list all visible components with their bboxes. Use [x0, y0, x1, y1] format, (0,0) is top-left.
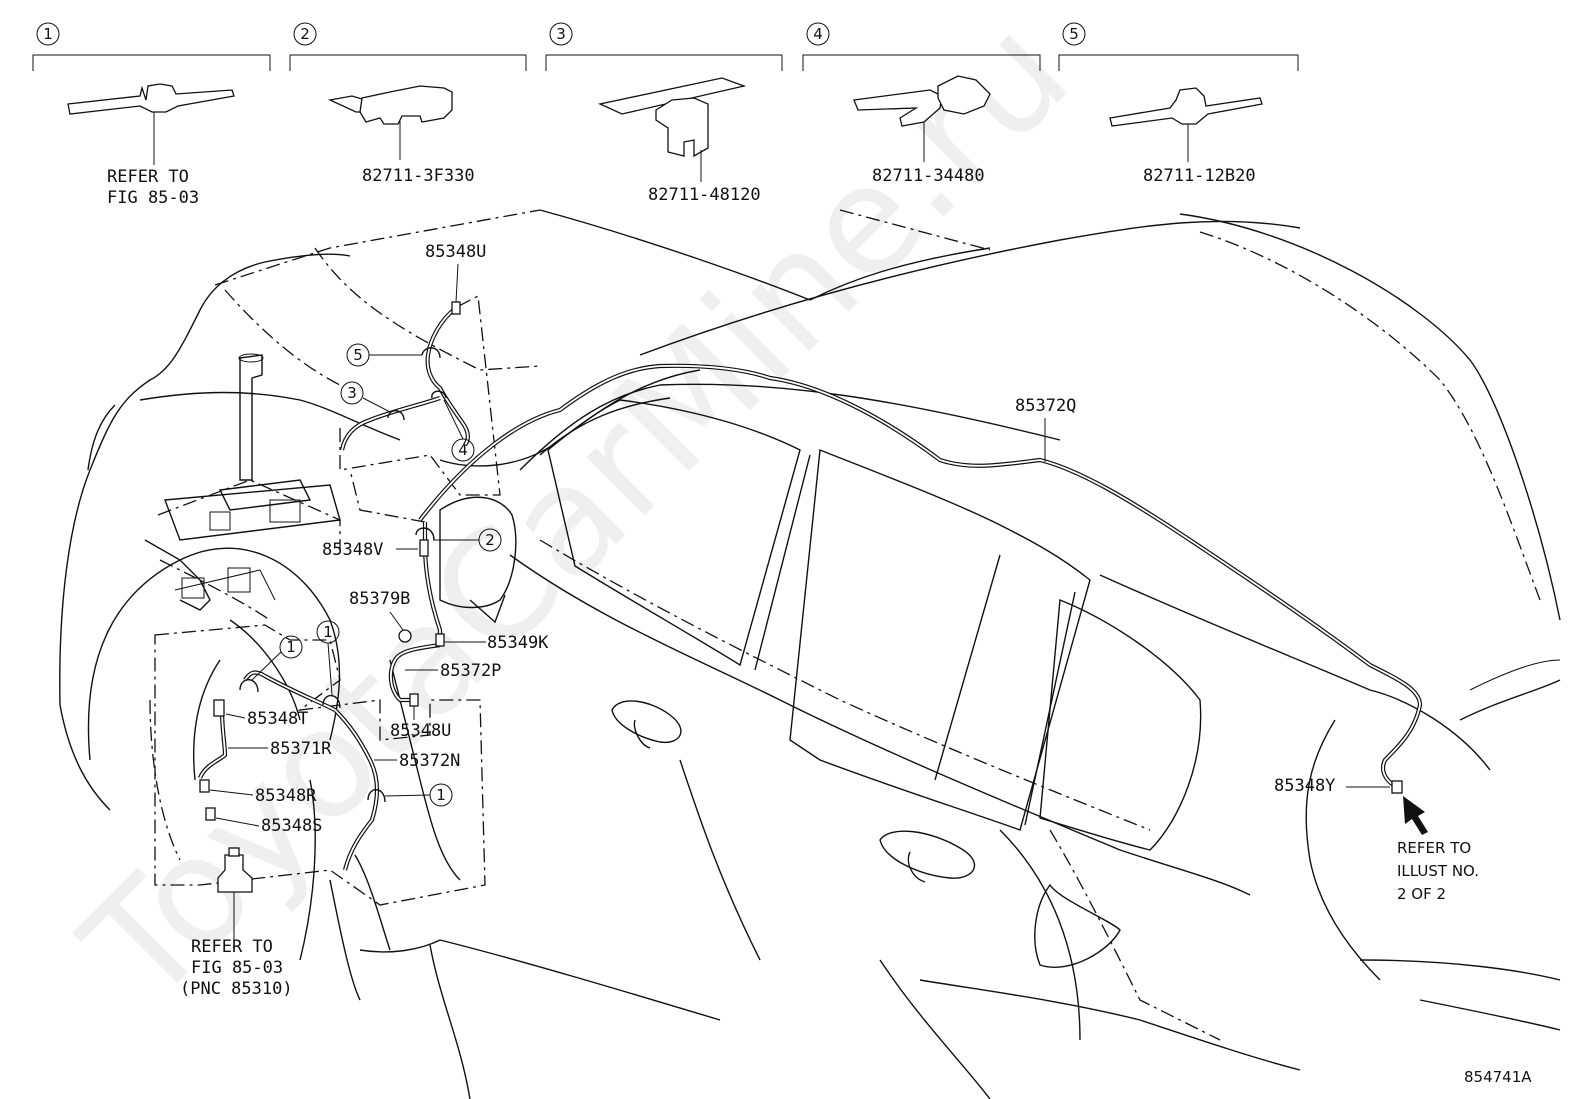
- vehicle-outline: [59, 209, 1561, 1099]
- hose-clips: [239, 347, 447, 803]
- svg-text:(PNC 85310): (PNC 85310): [180, 979, 293, 999]
- fitting-85348S: [205, 807, 216, 821]
- fitting-85348U-mid: [409, 693, 419, 707]
- svg-text:1: 1: [323, 623, 333, 641]
- fitting-85349K: [435, 633, 445, 647]
- figure-id: 854741A: [1464, 1068, 1532, 1086]
- washer-hoses: [198, 306, 1423, 871]
- fitting-85348Y: [1391, 780, 1403, 794]
- svg-text:82711-3F330: 82711-3F330: [362, 166, 475, 186]
- washer-pump: [217, 854, 253, 893]
- label-85371R: 85371R: [270, 739, 332, 759]
- svg-text:4: 4: [458, 441, 468, 459]
- label-85348U-top: 85348U: [425, 242, 486, 262]
- label-85348U-mid: 85348U: [390, 721, 451, 741]
- svg-text:FIG 85-03: FIG 85-03: [191, 958, 283, 978]
- label-85348V: 85348V: [322, 540, 383, 560]
- watermark: ToyotaCarMine.ru: [52, 0, 1102, 1036]
- legend-item-5: 5 82711-12B20: [1058, 22, 1299, 186]
- label-85348Y: 85348Y: [1274, 776, 1335, 796]
- legend-item-1: 1 REFER TO FIG 85-03: [32, 22, 271, 208]
- svg-text:3: 3: [556, 25, 566, 43]
- svg-text:5: 5: [1069, 25, 1079, 43]
- label-85348T: 85348T: [247, 709, 308, 729]
- svg-text:4: 4: [813, 25, 823, 43]
- arrow-down-icon: [1403, 796, 1428, 835]
- fitting-85348U-top: [451, 301, 461, 315]
- callout-1a: [279, 635, 303, 659]
- label-85348R: 85348R: [255, 786, 317, 806]
- svg-text:REFER TO: REFER TO: [191, 937, 273, 957]
- legend-item-4: 4 82711-34480: [802, 22, 1041, 186]
- fitting-85348T: [213, 699, 225, 717]
- legend-item-3: 3 82711-48120: [545, 22, 783, 205]
- note-right: REFER TO ILLUST NO. 2 OF 2: [1397, 796, 1479, 903]
- legend-row: 1 REFER TO FIG 85-03 2 82711-3F330 3 827…: [32, 22, 1299, 208]
- svg-text:REFER TO: REFER TO: [1397, 839, 1471, 857]
- svg-text:ILLUST NO.: ILLUST NO.: [1397, 862, 1479, 880]
- svg-text:1: 1: [436, 786, 446, 804]
- svg-text:5: 5: [353, 346, 363, 364]
- engine-bay-components: [144, 353, 341, 611]
- svg-text:FIG 85-03: FIG 85-03: [107, 188, 199, 208]
- svg-text:82711-48120: 82711-48120: [648, 185, 761, 205]
- grommet-85379B: [398, 629, 412, 643]
- svg-text:1: 1: [43, 25, 53, 43]
- svg-text:2 OF 2: 2 OF 2: [1397, 885, 1446, 903]
- hose-fittings: [199, 301, 1403, 893]
- callouts: 5 3 4 2 1 1 1: [251, 343, 502, 807]
- callout-3: [340, 381, 364, 405]
- label-85372N: 85372N: [399, 751, 460, 771]
- svg-text:2: 2: [485, 531, 495, 549]
- svg-text:1: 1: [286, 638, 296, 656]
- label-85372Q: 85372Q: [1015, 396, 1076, 416]
- note-bottom-left: REFER TO FIG 85-03 (PNC 85310): [180, 892, 293, 999]
- label-85379B: 85379B: [349, 589, 410, 609]
- svg-text:82711-12B20: 82711-12B20: [1143, 166, 1256, 186]
- label-85372P: 85372P: [440, 661, 501, 681]
- label-85348S: 85348S: [261, 816, 322, 836]
- part-labels: 85348U 85372Q 85348V 85379B 85349K 85372…: [209, 242, 1390, 836]
- svg-text:REFER TO: REFER TO: [107, 167, 189, 187]
- detail-zones: [154, 294, 501, 906]
- legend-item-2: 2 82711-3F330: [289, 22, 527, 186]
- svg-text:3: 3: [347, 384, 357, 402]
- fitting-85348R: [199, 779, 210, 793]
- fitting-85348V: [419, 539, 429, 557]
- svg-text:2: 2: [300, 25, 310, 43]
- svg-text:82711-34480: 82711-34480: [872, 166, 985, 186]
- label-85349K: 85349K: [487, 633, 549, 653]
